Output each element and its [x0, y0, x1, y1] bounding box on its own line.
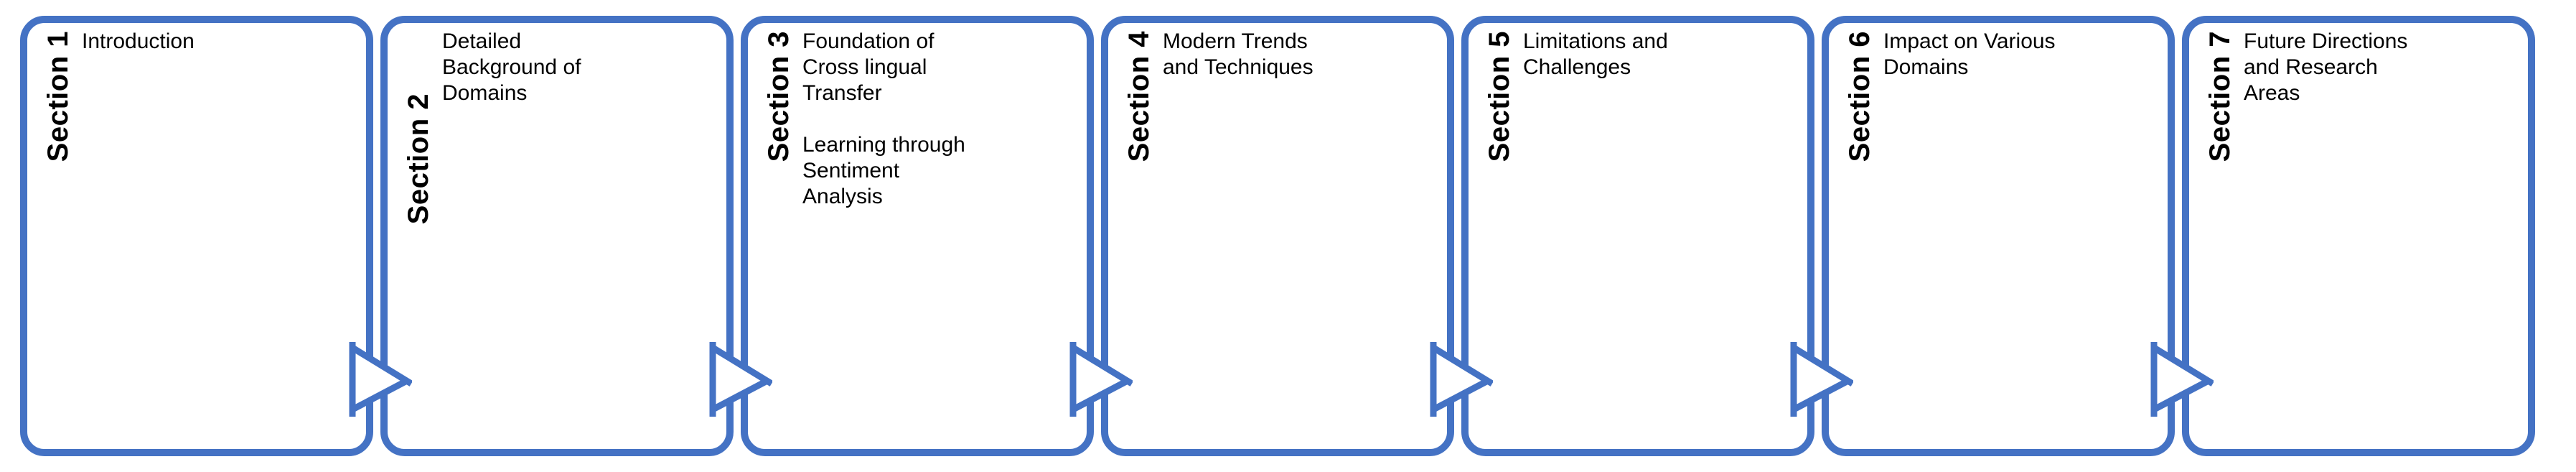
flow-arrow-icon [1790, 342, 1853, 417]
section-label: Section 7 [2204, 31, 2236, 162]
section-body: Detailed Background of Domains [442, 29, 581, 105]
section-card-4: Section 4 Modern Trends and Techniques [1101, 16, 1493, 456]
section-body: Future Directions and Research Areas [2244, 29, 2408, 105]
section-card-1: Section 1 Introduction [20, 16, 412, 456]
flow-arrow-icon [1430, 342, 1493, 417]
section-label: Section 6 [1844, 31, 1875, 162]
section-body: Modern Trends and Techniques [1163, 29, 1313, 79]
section-card-2: Section 2 Detailed Background of Domains [380, 16, 772, 456]
section-card-3: Section 3 Foundation of Cross lingual Tr… [741, 16, 1133, 456]
flow-arrow-icon [2150, 342, 2214, 417]
section-body: Limitations and Challenges [1523, 29, 1668, 79]
section-label: Section 5 [1484, 31, 1515, 162]
section-label: Section 2 [403, 93, 434, 225]
flow-arrow-icon [1069, 342, 1133, 417]
section-card-7: Section 7 Future Directions and Research… [2182, 16, 2535, 456]
flow-arrow-icon [709, 342, 772, 417]
section-label: Section 4 [1123, 31, 1155, 162]
section-label: Section 1 [42, 31, 74, 162]
section-card-5: Section 5 Limitations and Challenges [1461, 16, 1853, 456]
flow-arrow-icon [349, 342, 412, 417]
section-body: Impact on Various Domains [1883, 29, 2056, 79]
section-label: Section 3 [763, 31, 795, 162]
section-body: Foundation of Cross lingual Transfer Lea… [802, 29, 965, 208]
section-body: Introduction [82, 29, 195, 53]
section-card-6: Section 6 Impact on Various Domains [1822, 16, 2214, 456]
